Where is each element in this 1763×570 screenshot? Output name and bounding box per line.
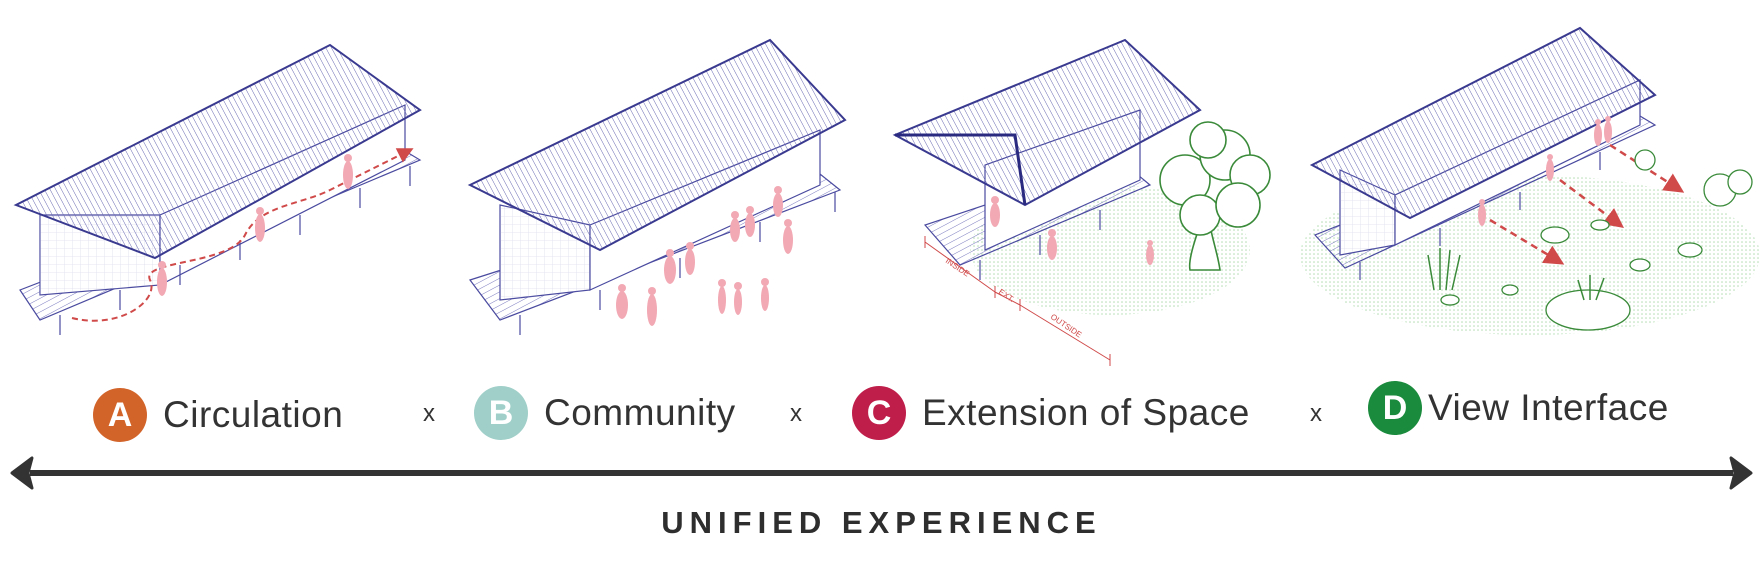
item-a-circulation: A Circulation — [93, 387, 343, 443]
item-d-view-interface: D View Interface — [1368, 380, 1669, 436]
label-view-interface: View Interface — [1428, 387, 1669, 428]
unified-experience-label: UNIFIED EXPERIENCE — [661, 505, 1102, 540]
badge-c: C — [852, 386, 906, 440]
unified-experience-arrow — [10, 456, 1753, 490]
building-b-community — [467, 38, 847, 335]
badge-b: B — [474, 386, 528, 440]
item-b-community: B Community — [474, 385, 736, 441]
building-c-extension: INSIDE EXT. OUTSIDE — [892, 38, 1271, 366]
badge-d: D — [1368, 381, 1422, 435]
separator-x-1: x — [423, 400, 435, 427]
badge-a: A — [93, 388, 147, 442]
item-c-extension: C Extension of Space — [852, 385, 1250, 441]
separator-x-3: x — [1310, 400, 1322, 427]
label-circulation: Circulation — [163, 394, 344, 435]
label-community: Community — [544, 392, 736, 433]
building-a-circulation — [13, 43, 422, 335]
separator-x-2: x — [790, 400, 802, 427]
label-extension-of-space: Extension of Space — [922, 392, 1250, 433]
building-d-view-interface — [1300, 26, 1760, 335]
